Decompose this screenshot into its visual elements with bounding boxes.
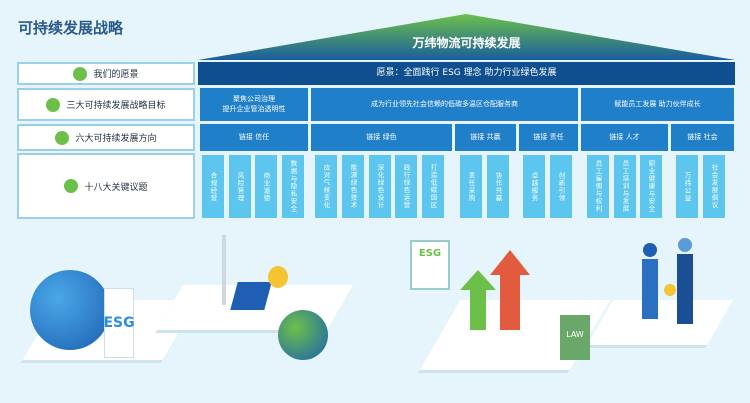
roof-label: 万纬物流可持续发展 — [412, 36, 521, 50]
topic-pillar: 员工雇佣与权利 — [587, 155, 609, 218]
goal-people: 赋能员工发展 助力伙伴成长 — [581, 88, 734, 121]
topic-pillar: 打造低碳园区 — [422, 155, 444, 218]
topic-pillar: 员工培训与发展 — [614, 155, 636, 218]
topic-pillar: 践行绿色运营 — [395, 155, 417, 218]
goal-green: 成为行业领先社会信赖的低碳多温区仓配服务商 — [311, 88, 578, 121]
direction-society: 链接 社会 — [671, 124, 734, 151]
people-icon — [64, 179, 79, 193]
topic-pillar: 卓越服务 — [523, 155, 545, 218]
globe-icon — [30, 270, 110, 350]
people-celebrating-icon — [642, 238, 693, 324]
direction-win: 链接 共赢 — [455, 124, 516, 151]
label: 三大可持续发展战略目标 — [66, 101, 166, 111]
label: 我们的愿景 — [93, 70, 139, 80]
topic-pillar: 深化绿色设计 — [369, 155, 391, 218]
target-icon — [46, 97, 61, 112]
label: 六大可持续发展方向 — [75, 134, 157, 144]
direction-responsibility: 链接 责任 — [519, 124, 578, 151]
topic-pillar: 协作共赢 — [487, 155, 509, 218]
topic-pillar: 职业健康与安全 — [640, 155, 662, 218]
direction-talent: 链接 人才 — [581, 124, 668, 151]
topic-pillar: 创新引领 — [550, 155, 572, 218]
esg-cube: ESG — [103, 288, 135, 358]
roof-triangle — [198, 14, 735, 60]
law-book: LAW — [560, 315, 590, 360]
topic-pillar: 责任采购 — [460, 155, 482, 218]
globe-cart-icon — [278, 310, 328, 360]
row-label-topics: 十八大关键议题 — [17, 153, 195, 219]
row-label-goals: 三大可持续发展战略目标 — [17, 88, 195, 121]
row-label-vision: 我们的愿景 — [17, 62, 195, 85]
direction-green: 链接 绿色 — [311, 124, 452, 151]
label: 十八大关键议题 — [84, 182, 148, 193]
esg-clipboard: ESG — [410, 240, 450, 290]
head-icon — [73, 66, 88, 81]
topic-pillar: 风险管理 — [229, 155, 251, 218]
topic-pillar: 数据与隐私安全 — [282, 155, 304, 218]
topic-pillar: 应对气候变化 — [315, 155, 337, 218]
row-label-directions: 六大可持续发展方向 — [17, 124, 195, 151]
compass-icon — [55, 130, 70, 145]
page-title: 可持续发展战略 — [18, 19, 124, 37]
topic-pillar: 能源绿色技术 — [342, 155, 364, 218]
growth-arrows-icon — [460, 250, 530, 330]
topic-pillar: 商业道德 — [255, 155, 277, 218]
lightbulb-icon — [268, 266, 288, 288]
goal-governance: 聚焦公司治理 提升企业管治透明性 — [200, 88, 308, 121]
topic-pillar: 社会发展倡议 — [703, 155, 725, 218]
topic-pillar: 万纬公益 — [676, 155, 698, 218]
topic-pillar: 合规经营 — [202, 155, 224, 218]
vision-banner: 愿景：全面践行 ESG 理念 助力行业绿色发展 — [198, 62, 735, 85]
wind-turbine-icon — [222, 235, 226, 305]
direction-trust: 链接 信任 — [200, 124, 308, 151]
